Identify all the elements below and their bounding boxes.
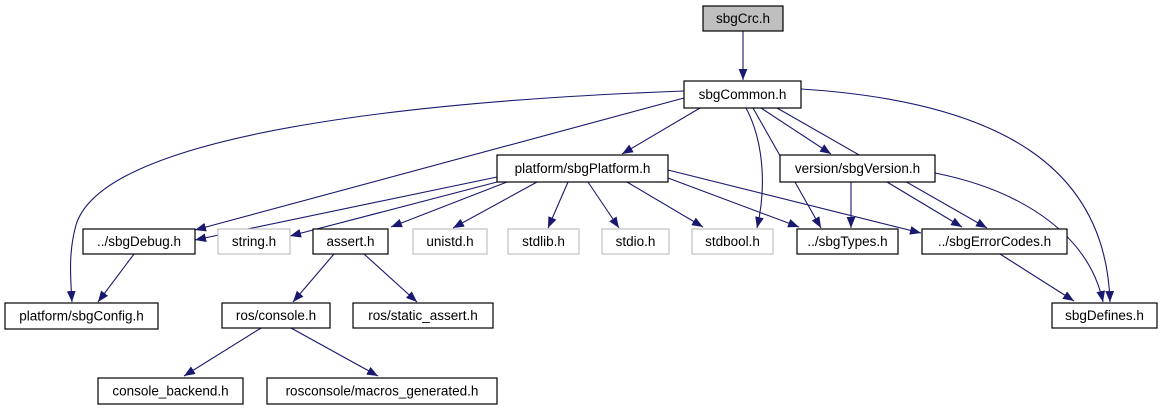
node-label-rosconsole-macros-generated-h: rosconsole/macros_generated.h — [286, 384, 479, 399]
edge-common-to-config — [66, 90, 685, 303]
node-box-string-h — [217, 228, 291, 255]
node-box-ros-static-assert-h[interactable] — [352, 302, 494, 329]
node-stdlib-h: stdlib.h — [507, 228, 580, 255]
node-sbgcommon-h[interactable]: sbgCommon.h — [683, 80, 802, 109]
node-label-sbgdebug-h: ../sbgDebug.h — [97, 234, 181, 249]
node-sbgdefines-h[interactable]: sbgDefines.h — [1051, 302, 1158, 329]
edge-platform-to-string — [289, 181, 498, 238]
edge-platform-to-assert — [390, 181, 508, 228]
node-assert-h[interactable]: assert.h — [312, 228, 389, 255]
node-console-backend-h[interactable]: console_backend.h — [97, 377, 244, 405]
node-label-sbgcommon-h: sbgCommon.h — [699, 87, 787, 102]
node-label-stdio-h: stdio.h — [616, 234, 656, 249]
node-box-unistd-h — [412, 228, 488, 255]
node-sbgcrc-h: sbgCrc.h — [702, 5, 784, 32]
node-box-platform-sbgconfig-h[interactable] — [4, 302, 159, 330]
node-sbgerrorcodes-h[interactable]: ../sbgErrorCodes.h — [921, 228, 1068, 255]
edge-assert-to-console — [292, 253, 335, 303]
node-ros-static-assert-h[interactable]: ros/static_assert.h — [352, 302, 494, 329]
node-box-sbgerrorcodes-h[interactable] — [921, 228, 1068, 255]
node-platform-sbgplatform-h[interactable]: platform/sbgPlatform.h — [496, 154, 669, 183]
edge-debug-to-config — [97, 253, 135, 303]
node-box-stdio-h — [601, 228, 670, 255]
node-label-version-sbgversion-h: version/sbgVersion.h — [795, 161, 920, 176]
edge-platform-to-stdio — [587, 181, 620, 229]
edge-common-to-platform — [621, 107, 701, 155]
edge-common-to-debug — [194, 97, 685, 232]
edge-errcodes-to-defines — [999, 253, 1075, 302]
node-ros-console-h[interactable]: ros/console.h — [221, 302, 331, 329]
edge-version-to-defines — [934, 172, 1106, 303]
node-box-ros-console-h[interactable] — [221, 302, 331, 329]
edge-platform-to-stdbool — [626, 181, 704, 228]
edge-platform-to-stdlib — [547, 181, 569, 229]
node-box-rosconsole-macros-generated-h[interactable] — [266, 377, 498, 405]
edge-common-to-stdbool — [745, 107, 764, 229]
node-box-sbgdefines-h[interactable] — [1051, 302, 1158, 329]
node-sbgdebug-h[interactable]: ../sbgDebug.h — [82, 228, 196, 255]
edge-version-to-errcodes — [886, 181, 963, 228]
node-box-version-sbgversion-h[interactable] — [779, 154, 936, 183]
edge-common-to-version — [760, 107, 832, 155]
edge-console-to-backend — [183, 327, 262, 377]
edge-console-to-macros — [290, 327, 379, 377]
node-label-assert-h: assert.h — [326, 234, 374, 249]
node-label-sbgdefines-h: sbgDefines.h — [1065, 308, 1144, 323]
node-platform-sbgconfig-h[interactable]: platform/sbgConfig.h — [4, 302, 159, 330]
node-label-ros-static-assert-h: ros/static_assert.h — [368, 308, 478, 323]
node-box-stdbool-h — [691, 228, 774, 255]
node-label-sbgtypes-h: ../sbgTypes.h — [807, 234, 887, 249]
node-label-platform-sbgconfig-h: platform/sbgConfig.h — [19, 309, 144, 324]
node-box-platform-sbgplatform-h[interactable] — [496, 154, 669, 183]
edge-platform-to-unistd — [452, 181, 538, 229]
node-label-unistd-h: unistd.h — [426, 234, 473, 249]
node-box-sbgtypes-h[interactable] — [796, 228, 899, 255]
node-box-console-backend-h[interactable] — [97, 377, 244, 405]
node-label-console-backend-h: console_backend.h — [112, 384, 228, 399]
node-box-sbgdebug-h[interactable] — [82, 228, 196, 255]
node-stdio-h: stdio.h — [601, 228, 670, 255]
node-box-stdlib-h — [507, 228, 580, 255]
node-label-stdlib-h: stdlib.h — [522, 234, 565, 249]
node-version-sbgversion-h[interactable]: version/sbgVersion.h — [779, 154, 936, 183]
edge-common-to-defines — [800, 88, 1115, 303]
node-string-h: string.h — [217, 228, 291, 255]
node-box-sbgcrc-h — [702, 5, 784, 32]
node-sbgtypes-h[interactable]: ../sbgTypes.h — [796, 228, 899, 255]
node-label-stdbool-h: stdbool.h — [705, 234, 760, 249]
node-label-ros-console-h: ros/console.h — [236, 308, 316, 323]
node-unistd-h: unistd.h — [412, 228, 488, 255]
edge-platform-to-errcodes — [667, 169, 922, 235]
node-box-assert-h[interactable] — [312, 228, 389, 255]
node-label-sbgerrorcodes-h: ../sbgErrorCodes.h — [938, 234, 1051, 249]
edge-assert-to-staticassert — [363, 253, 418, 303]
node-label-sbgcrc-h: sbgCrc.h — [716, 11, 770, 26]
edge-platform-to-types — [667, 177, 800, 228]
node-label-platform-sbgplatform-h: platform/sbgPlatform.h — [515, 161, 651, 176]
node-box-sbgcommon-h[interactable] — [683, 80, 802, 109]
node-stdbool-h: stdbool.h — [691, 228, 774, 255]
node-rosconsole-macros-generated-h[interactable]: rosconsole/macros_generated.h — [266, 377, 498, 405]
node-label-string-h: string.h — [232, 234, 276, 249]
